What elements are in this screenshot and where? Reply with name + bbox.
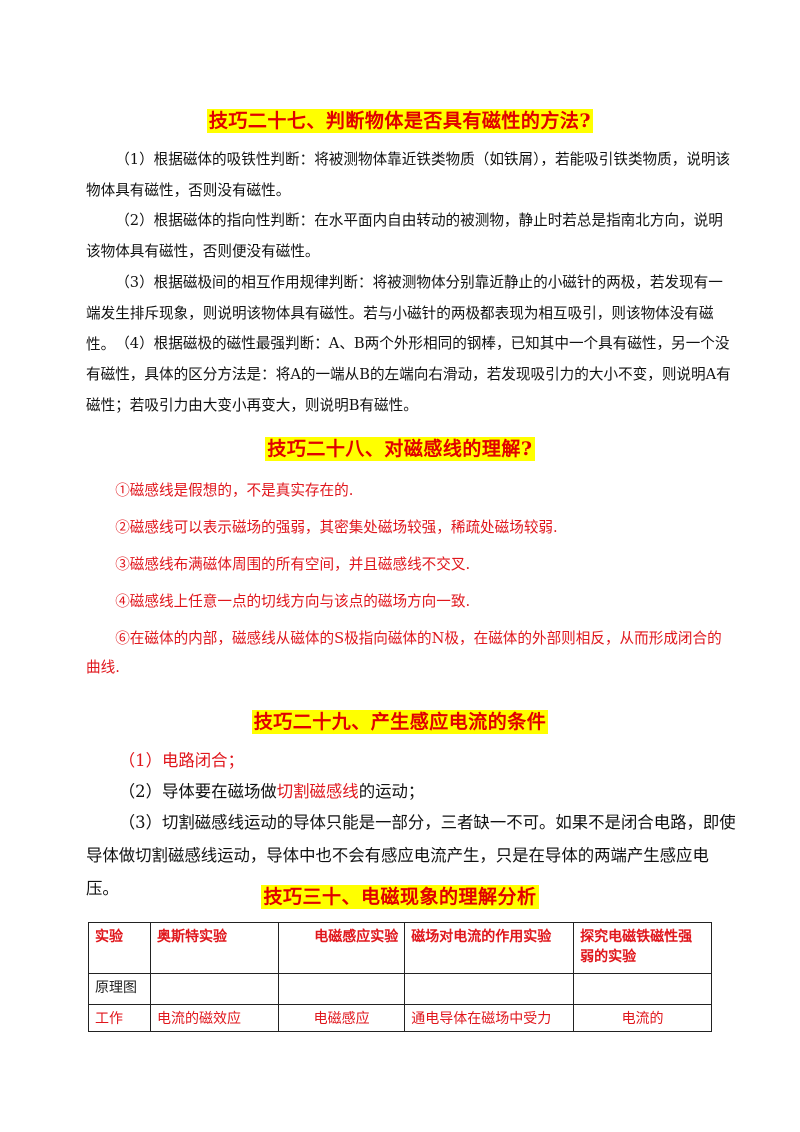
condition-3: （3）切割磁感线运动的导体只能是一部分，三者缺一不可。如果不是闭合电路，即使导体… [86,813,736,898]
magnetic-line-point-6: ⑥在磁体的内部，磁感线从磁体的S极指向磁体的N极，在磁体的外部则相反，从而形成闭… [86,630,722,676]
table-header-row: 实验 奥斯特实验 电磁感应实验 磁场对电流的作用实验 探究电磁铁磁性强弱的实验 [88,922,712,974]
condition-1: （1）电路闭合； [118,751,244,770]
table-cell [573,973,712,1005]
section-27-paragraph-4: （4）根据磁极的磁性最强判断：A、B两个外形相同的钢棒，已知其中一个具有磁性，另… [86,335,731,414]
magnetic-line-point-4: ④磁感线上任意一点的切线方向与该点的磁场方向一致. [115,593,471,610]
table-cell: 工作 [88,1004,151,1032]
section-27-title: 技巧二十七、判断物体是否具有磁性的方法? [206,109,594,133]
section-28-heading: 技巧二十八、对磁感线的理解? [0,434,800,461]
section-27-paragraph-1: （1）根据磁体的吸铁性判断：将被测物体靠近铁类物质（如铁屑），若能吸引铁类物质，… [86,151,731,199]
section-29-heading: 技巧二十九、产生感应电流的条件 [0,707,800,734]
condition-2-highlight: 切割磁感线 [276,782,359,801]
table-cell: 原理图 [88,973,151,1005]
table-cell [149,973,280,1005]
condition-2: （2）导体要在磁场做切割磁感线的运动； [86,775,736,808]
table-cell: 电磁感应 [278,1004,406,1032]
condition-2-text-end: 的运动； [358,782,425,801]
table-header-cell: 探究电磁铁磁性强弱的实验 [573,922,712,974]
table-row: 原理图 [88,973,712,1005]
section-27-paragraph-2: （2）根据磁体的指向性判断：在水平面内自由转动的被测物，静止时若总是指南北方向，… [86,212,723,260]
table-cell: 通电导体在磁场中受力 [404,1004,575,1032]
section-27-heading: 技巧二十七、判断物体是否具有磁性的方法? [0,106,800,133]
section-29-title: 技巧二十九、产生感应电流的条件 [251,710,549,734]
table-cell [404,973,575,1005]
table-header-cell: 磁场对电流的作用实验 [404,922,575,974]
table-header-cell: 实验 [88,922,151,974]
table-cell: 电流的 [573,1004,712,1032]
section-30-heading: 技巧三十、电磁现象的理解分析 [0,882,800,909]
magnetic-line-point-2: ②磁感线可以表示磁场的强弱，其密集处磁场较强，稀疏处磁场较弱. [115,519,558,536]
magnetic-line-point-1: ①磁感线是假想的，不是真实存在的. [115,482,354,499]
table-header-cell: 奥斯特实验 [149,922,280,974]
table-cell [278,973,406,1005]
table-cell: 电流的磁效应 [149,1004,280,1032]
table-row: 工作 电流的磁效应 电磁感应 通电导体在磁场中受力 电流的 [88,1004,712,1032]
section-30-title: 技巧三十、电磁现象的理解分析 [261,885,539,909]
condition-2-text-start: （2）导体要在磁场做 [118,782,277,801]
section-27-paragraph-3: （3）根据磁极间的相互作用规律判断：将被测物体分别靠近静止的小磁针的两极，若发现… [86,274,723,353]
section-28-title: 技巧二十八、对磁感线的理解? [265,437,535,461]
magnetic-line-point-3: ③磁感线布满磁体周围的所有空间，并且磁感线不交叉. [115,556,471,573]
table-header-cell: 电磁感应实验 [278,922,406,974]
electromagnetic-table: 实验 奥斯特实验 电磁感应实验 磁场对电流的作用实验 探究电磁铁磁性强弱的实验 … [88,922,712,1032]
